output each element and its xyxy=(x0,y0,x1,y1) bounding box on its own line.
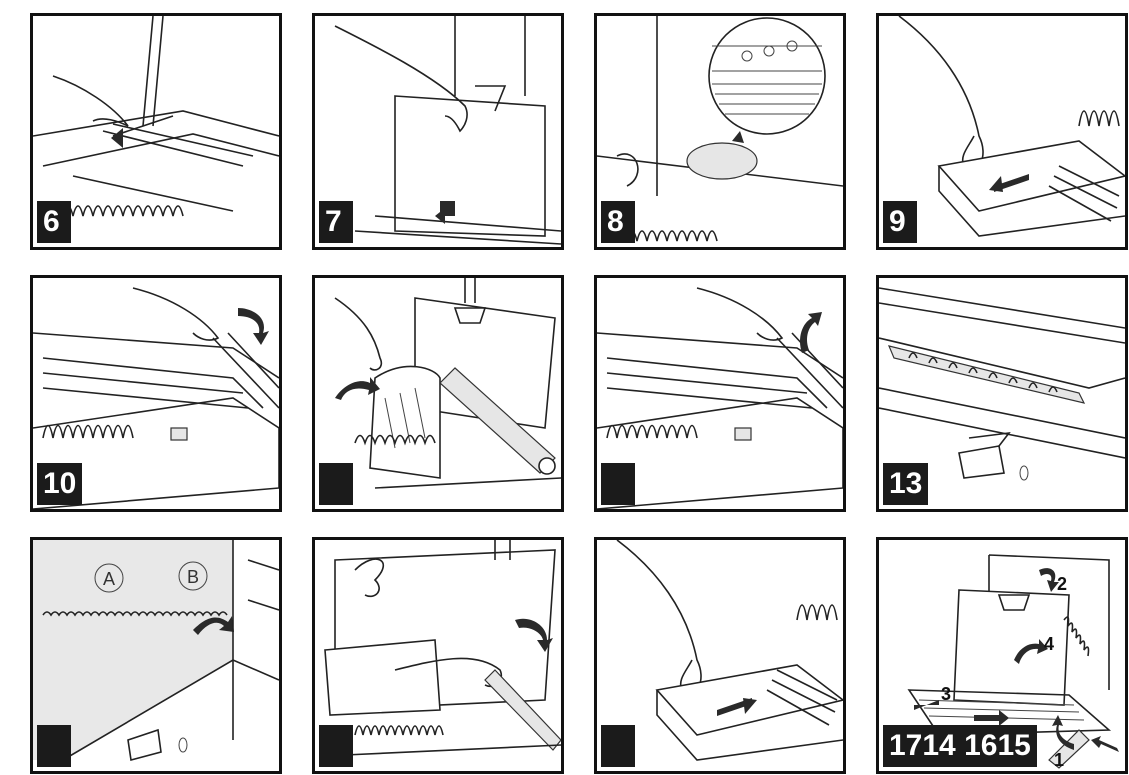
illustration-press-handle xyxy=(33,287,279,509)
callout-b: B xyxy=(187,567,199,587)
step-label: 6 xyxy=(37,201,71,243)
panel-step-12 xyxy=(594,275,846,512)
panel-step-17: 2 4 3 1 1714 1615 xyxy=(876,537,1128,774)
panel-step-6: 6 xyxy=(30,13,282,250)
callout-3: 3 xyxy=(941,684,951,704)
step-label xyxy=(319,725,353,767)
illustration-slide-lever-right xyxy=(616,540,843,761)
panel-step-15 xyxy=(312,537,564,774)
panel-step-10: 10 1211 xyxy=(30,275,282,512)
step-label: 1714 1615 xyxy=(883,725,1037,767)
illustration-close-comb: A B xyxy=(33,540,279,762)
step-label xyxy=(601,463,635,505)
step-label: 7 xyxy=(319,201,353,243)
illustration-size-selector xyxy=(597,16,843,242)
illustration-machine-overview: 2 4 3 1 xyxy=(907,554,1119,770)
step-label-overlay: 1211 xyxy=(109,467,175,500)
callout-a: A xyxy=(103,569,115,589)
illustration-open-lid-slide xyxy=(33,16,279,217)
step-label xyxy=(601,725,635,767)
callout-1: 1 xyxy=(1054,750,1064,770)
callout-2: 2 xyxy=(1057,574,1067,594)
panel-step-13: 13 xyxy=(876,275,1128,512)
panel-step-11 xyxy=(312,275,564,512)
panel-step-14: A B xyxy=(30,537,282,774)
step-label: 10 xyxy=(37,463,83,505)
step-label: 13 xyxy=(883,463,929,505)
illustration-comb-in-channel xyxy=(879,287,1125,481)
illustration-slide-lever-left xyxy=(898,16,1125,237)
callout-4: 4 xyxy=(1044,634,1054,654)
panel-step-7: 7 xyxy=(312,13,564,250)
illustration-lower-handle xyxy=(324,540,561,756)
step-label xyxy=(319,463,353,505)
illustration-release-handle xyxy=(597,287,843,509)
step-label: 9 xyxy=(883,201,917,243)
illustration-insert-paper xyxy=(334,16,561,245)
illustration-flip-pages xyxy=(334,278,561,489)
step-label xyxy=(37,725,71,767)
panel-step-16 xyxy=(594,537,846,774)
panel-step-8: 8 xyxy=(594,13,846,250)
step-label: 8 xyxy=(601,201,635,243)
panel-step-9: 9 xyxy=(876,13,1128,250)
